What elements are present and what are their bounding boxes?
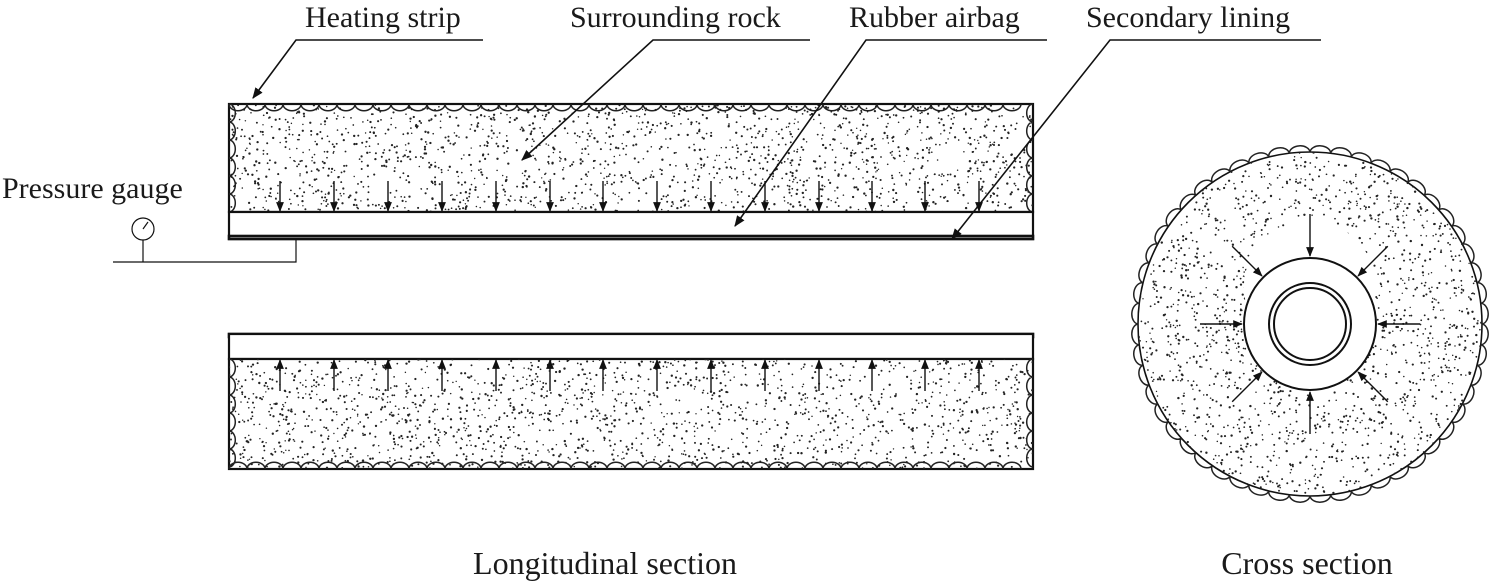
rock-stipple-bottom	[229, 359, 1033, 469]
rubber-airbag-label: Rubber airbag	[849, 1, 1020, 34]
heating-strip-leader	[252, 39, 483, 99]
cross-section-caption: Cross section	[1221, 545, 1393, 581]
pressure-arrows-radial	[1200, 214, 1420, 434]
secondary-lining-top	[227, 234, 1035, 241]
cross-section: Cross section	[1131, 145, 1489, 581]
heating-strip-label: Heating strip	[305, 1, 461, 34]
surrounding-rock-label: Surrounding rock	[570, 1, 781, 34]
longitudinal-section: Heating strip Surrounding rock Rubber ai…	[2, 1, 1321, 581]
surrounding-rock-bottom	[227, 357, 1035, 471]
rubber-airbag-bottom	[227, 332, 1035, 361]
longitudinal-section-caption: Longitudinal section	[473, 545, 737, 581]
pressure-pipe	[113, 239, 297, 263]
pressure-arrows-top	[276, 181, 983, 212]
pressure-arrows-bottom	[276, 359, 983, 391]
secondary-lining-leader	[951, 39, 1321, 240]
pressure-gauge	[113, 217, 297, 263]
secondary-lining-label: Secondary lining	[1086, 1, 1290, 34]
rock-stipple-ring	[1138, 152, 1483, 495]
heating-strip-top	[228, 103, 1034, 213]
surrounding-rock-leader	[521, 39, 810, 161]
rubber-airbag-top	[227, 210, 1035, 241]
callouts	[252, 39, 1321, 240]
heating-strip-ring	[1131, 145, 1489, 503]
heating-strip-bottom	[228, 358, 1034, 470]
secondary-lining-inner	[1273, 287, 1347, 361]
pressure-gauge-label: Pressure gauge	[2, 172, 183, 205]
rubber-airbag-leader	[734, 39, 1047, 227]
